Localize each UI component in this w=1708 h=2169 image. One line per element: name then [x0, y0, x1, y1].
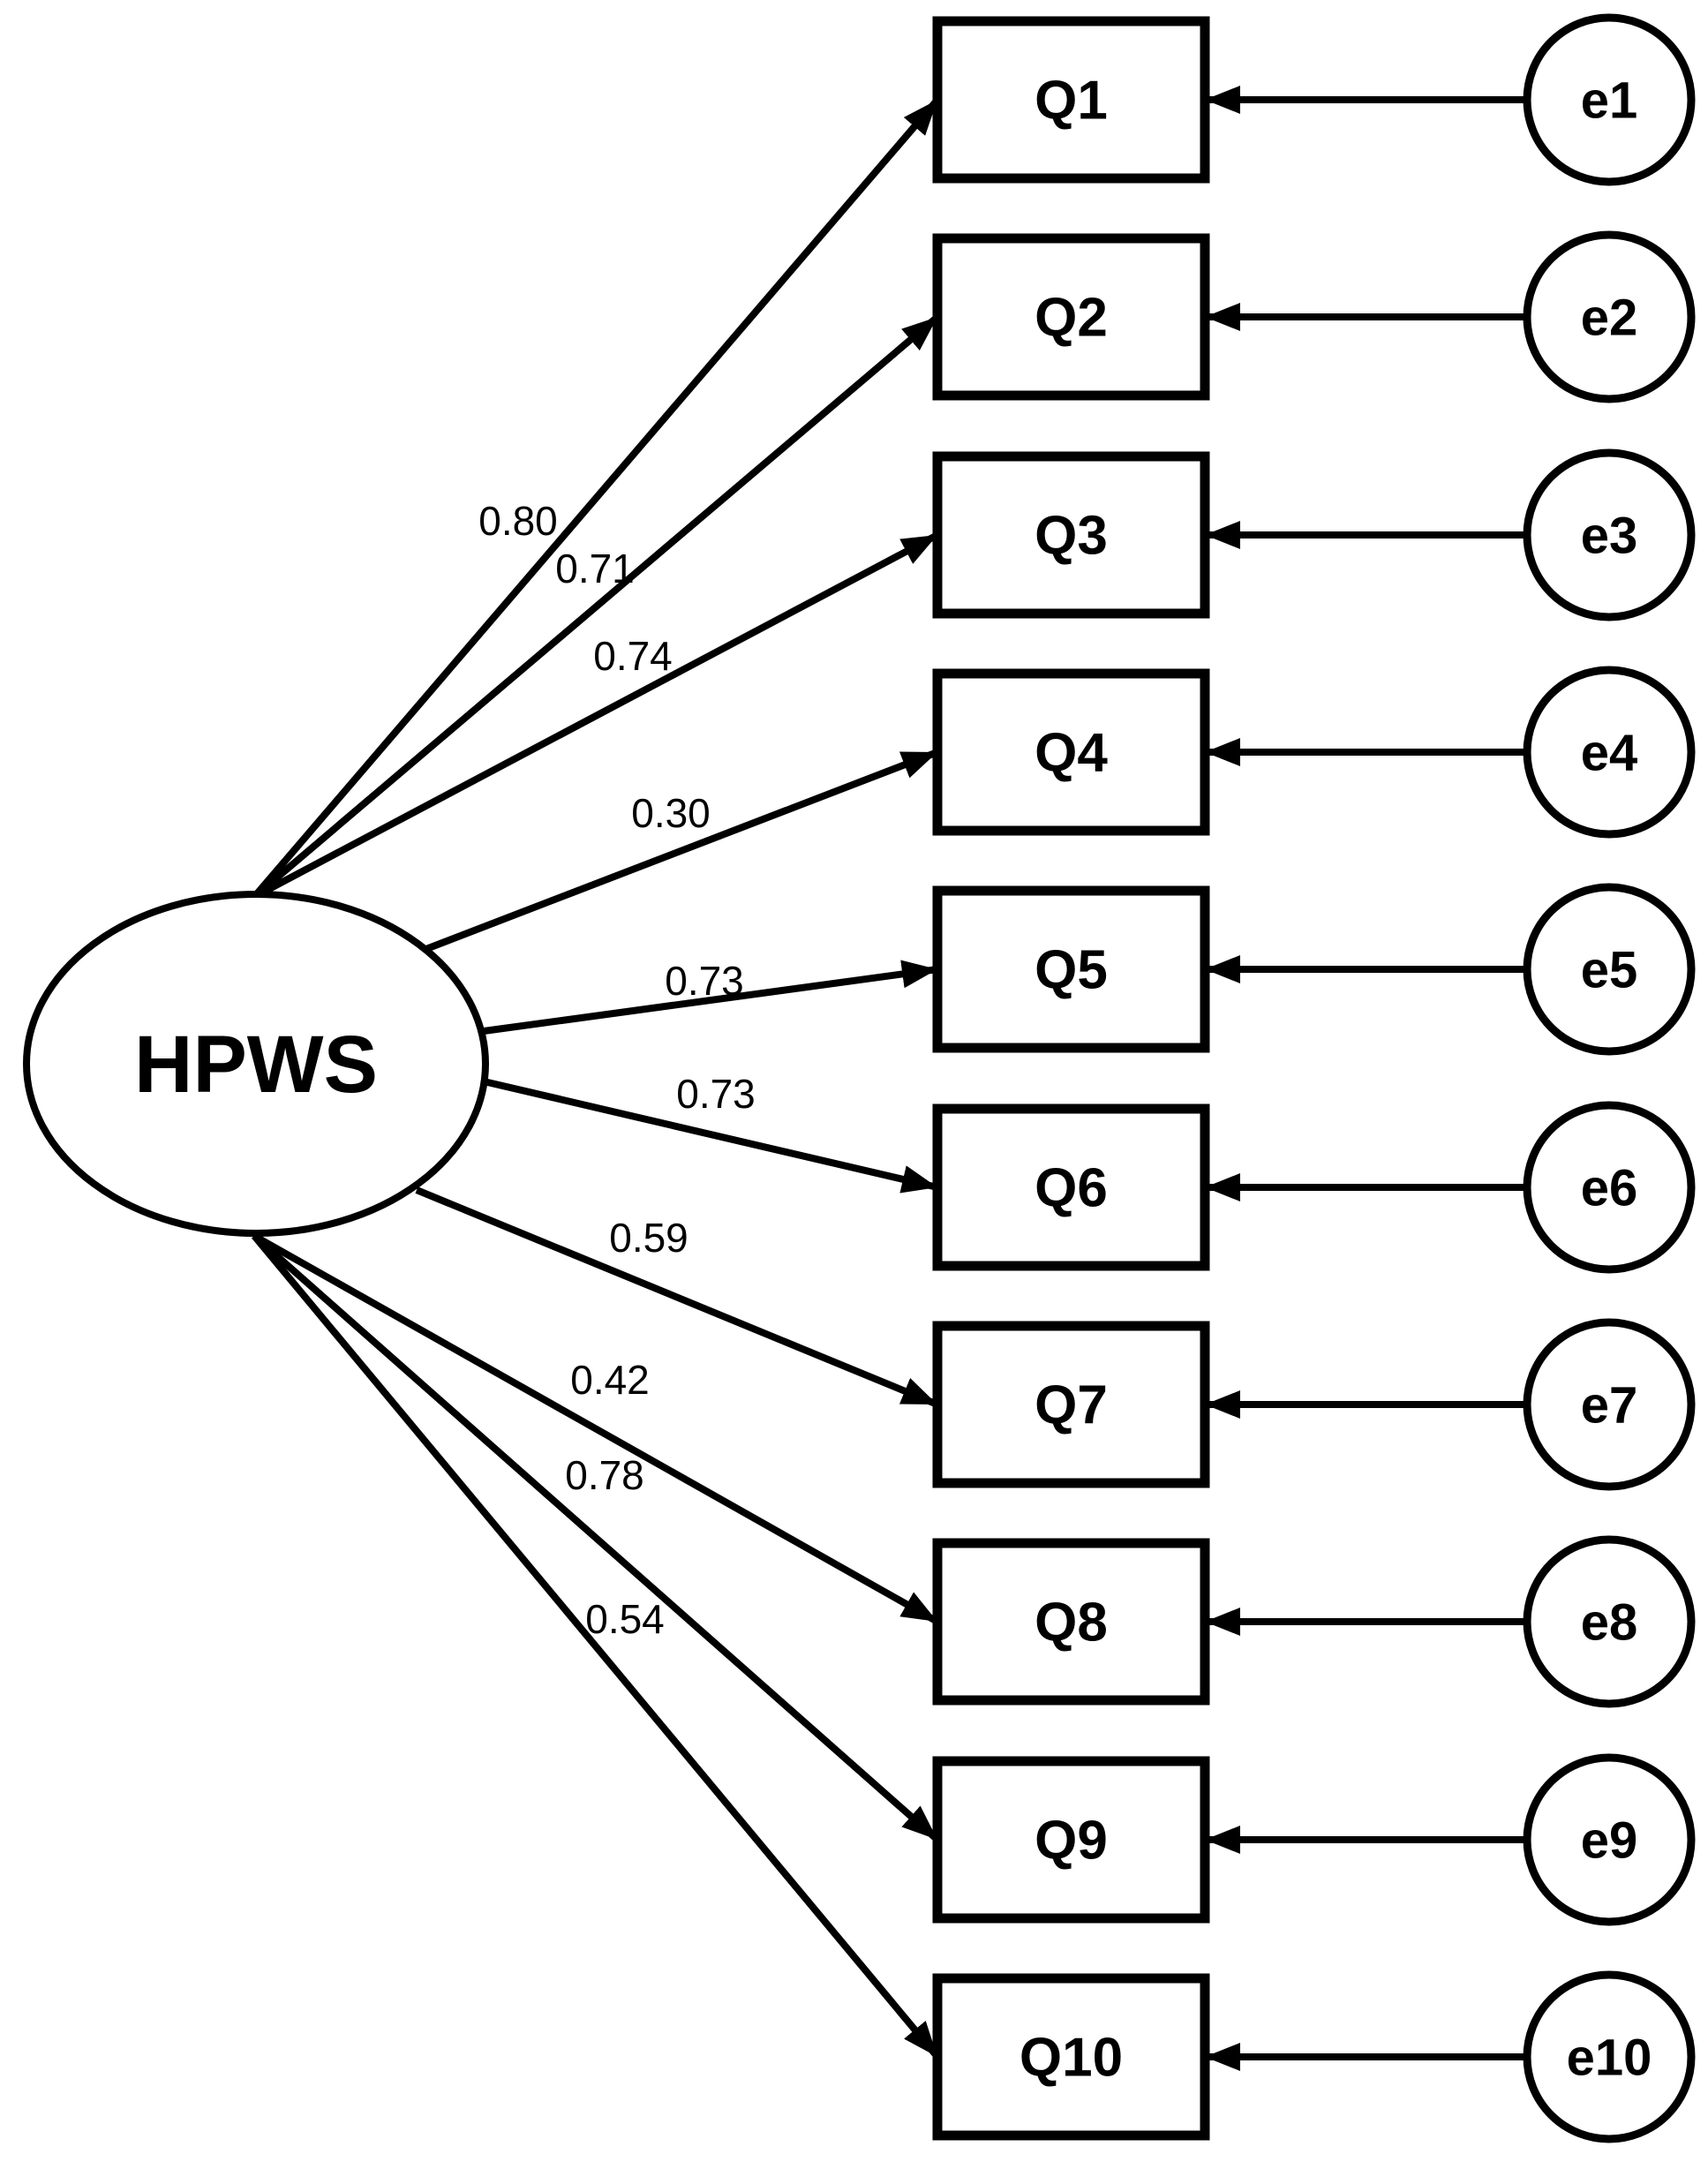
loading-value-Q4: 0.30 [631, 790, 711, 836]
indicator-box-Q3 [932, 451, 1210, 619]
indicator-label-Q10: Q10 [1020, 2028, 1123, 2089]
loading-value-Q2: 0.71 [555, 546, 635, 591]
loading-path-Q1 [251, 97, 941, 900]
indicator-box-Q1 [932, 16, 1210, 184]
indicator-box-Q6 [932, 1103, 1210, 1271]
error-label-e4: e4 [1581, 724, 1638, 781]
indicator-label-Q3: Q3 [1035, 506, 1108, 567]
error-circle-e9 [1523, 1753, 1696, 1926]
error-label-e8: e8 [1581, 1593, 1638, 1651]
error-label-e6: e6 [1581, 1159, 1638, 1216]
error-label-e9: e9 [1581, 1811, 1638, 1869]
indicator-label-Q8: Q8 [1035, 1593, 1108, 1653]
error-circle-e8 [1523, 1535, 1696, 1708]
error-label-e10: e10 [1567, 2029, 1652, 2086]
error-circle-e4 [1523, 666, 1696, 839]
latent-label: HPWS [134, 1020, 378, 1110]
indicator-label-Q4: Q4 [1035, 723, 1108, 784]
error-circle-e5 [1523, 883, 1696, 1056]
indicator-label-Q5: Q5 [1035, 940, 1108, 1001]
error-circle-e2 [1523, 230, 1696, 403]
error-circle-e7 [1523, 1318, 1696, 1491]
loading-path-Q10 [251, 1233, 941, 2060]
error-circle-e10 [1523, 1970, 1696, 2143]
indicator-box-Q2 [932, 233, 1210, 401]
loading-value-Q9: 0.78 [565, 1452, 644, 1498]
loading-value-Q3: 0.74 [593, 633, 673, 679]
loading-path-Q3 [252, 531, 939, 900]
error-label-e1: e1 [1581, 72, 1638, 129]
indicator-label-Q2: Q2 [1035, 288, 1108, 349]
error-label-e3: e3 [1581, 507, 1638, 564]
loading-path-Q4 [418, 749, 939, 955]
error-circle-e3 [1523, 448, 1696, 621]
indicator-label-Q6: Q6 [1035, 1158, 1108, 1219]
loading-path-Q7 [415, 1186, 939, 1408]
error-circle-e1 [1523, 13, 1696, 186]
loading-path-Q6 [483, 1078, 938, 1194]
indicator-label-Q9: Q9 [1035, 1811, 1108, 1872]
indicator-box-Q10 [932, 1973, 1210, 2141]
indicator-box-Q9 [932, 1756, 1210, 1924]
indicator-box-Q4 [932, 668, 1210, 836]
indicator-box-Q7 [932, 1321, 1210, 1488]
error-circle-e6 [1523, 1101, 1696, 1274]
loading-value-Q5: 0.73 [665, 958, 744, 1004]
error-label-e2: e2 [1581, 289, 1638, 346]
loading-path-Q2 [252, 313, 940, 900]
indicator-box-Q8 [932, 1538, 1210, 1706]
indicator-label-Q7: Q7 [1035, 1375, 1108, 1436]
loading-value-Q10: 0.54 [585, 1596, 665, 1642]
loading-path-Q9 [252, 1233, 940, 1842]
loading-path-Q5 [483, 960, 938, 1035]
loading-value-Q7: 0.59 [609, 1215, 688, 1261]
loading-value-Q1: 0.80 [478, 498, 558, 544]
error-label-e7: e7 [1581, 1376, 1638, 1434]
loading-value-Q6: 0.73 [676, 1071, 756, 1117]
loading-value-Q8: 0.42 [570, 1357, 650, 1403]
indicator-box-Q5 [932, 885, 1210, 1053]
indicator-label-Q1: Q1 [1035, 71, 1108, 132]
latent-ellipse [23, 891, 489, 1237]
loading-path-Q8 [252, 1232, 939, 1625]
error-label-e5: e5 [1581, 941, 1638, 998]
